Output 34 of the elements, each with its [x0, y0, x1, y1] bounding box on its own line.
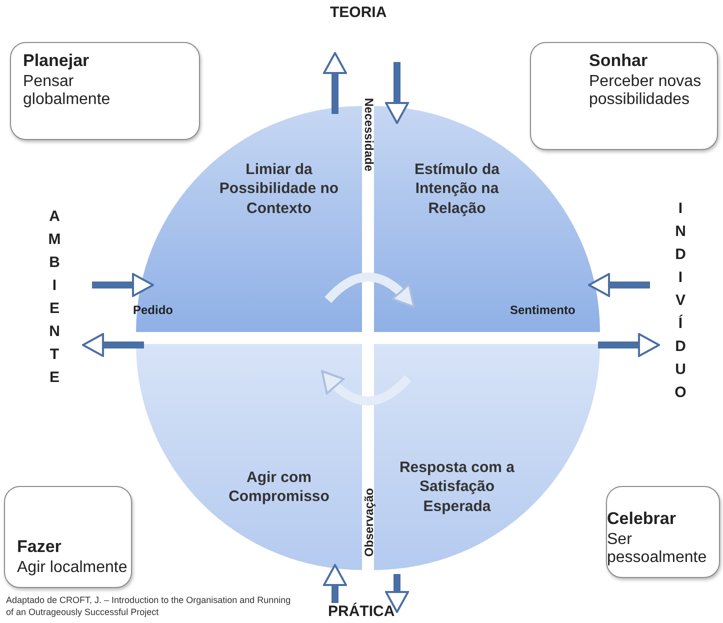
- note-card: [606, 486, 720, 578]
- quadrant-title: Estímulo da Intenção na Relação: [413, 160, 500, 218]
- arrow: [385, 62, 409, 124]
- axis-label: TEORIA: [330, 4, 387, 21]
- gap-label: Necessidade: [362, 98, 376, 172]
- card-text: Agir localmente: [17, 559, 128, 577]
- arrow: [588, 273, 650, 297]
- card-text: Ser pessoalmente: [607, 531, 708, 567]
- arrow: [320, 370, 412, 406]
- card-text: Perceber novas possibilidades: [589, 73, 702, 109]
- card-title: Planejar: [23, 51, 90, 71]
- gap-label: Sentimento: [510, 303, 576, 317]
- quadrant-title: Limiar da Possibilidade no Contexto: [218, 160, 340, 218]
- caption: Adaptado de CROFT, J. – Introduction to the Organisation and Running of an Outrageously Successful Project: [6, 595, 292, 618]
- axis-label: PRÁTICA: [328, 603, 395, 620]
- arrow: [598, 333, 660, 357]
- arrow: [323, 564, 347, 603]
- gap-label: Pedido: [133, 303, 174, 317]
- note-card: [530, 42, 718, 150]
- axis-label: INDIVÍDUO: [672, 200, 689, 407]
- card-title: Celebrar: [607, 509, 676, 529]
- card-title: Fazer: [17, 537, 62, 557]
- quadrant-title: Resposta com a Satisfação Esperada: [398, 458, 516, 516]
- gap-label: Observação: [362, 488, 376, 557]
- arrow: [385, 574, 409, 613]
- note-card: [4, 486, 132, 588]
- arrow: [323, 52, 347, 114]
- arrow: [82, 333, 144, 357]
- card-text: Pensar globalmente: [23, 73, 112, 109]
- card-title: Sonhar: [589, 51, 648, 71]
- arrow: [92, 273, 154, 297]
- axis-label: AMBIENTE: [46, 208, 63, 392]
- quadrant-title: Agir com Compromisso: [228, 468, 330, 506]
- note-card: [10, 42, 200, 140]
